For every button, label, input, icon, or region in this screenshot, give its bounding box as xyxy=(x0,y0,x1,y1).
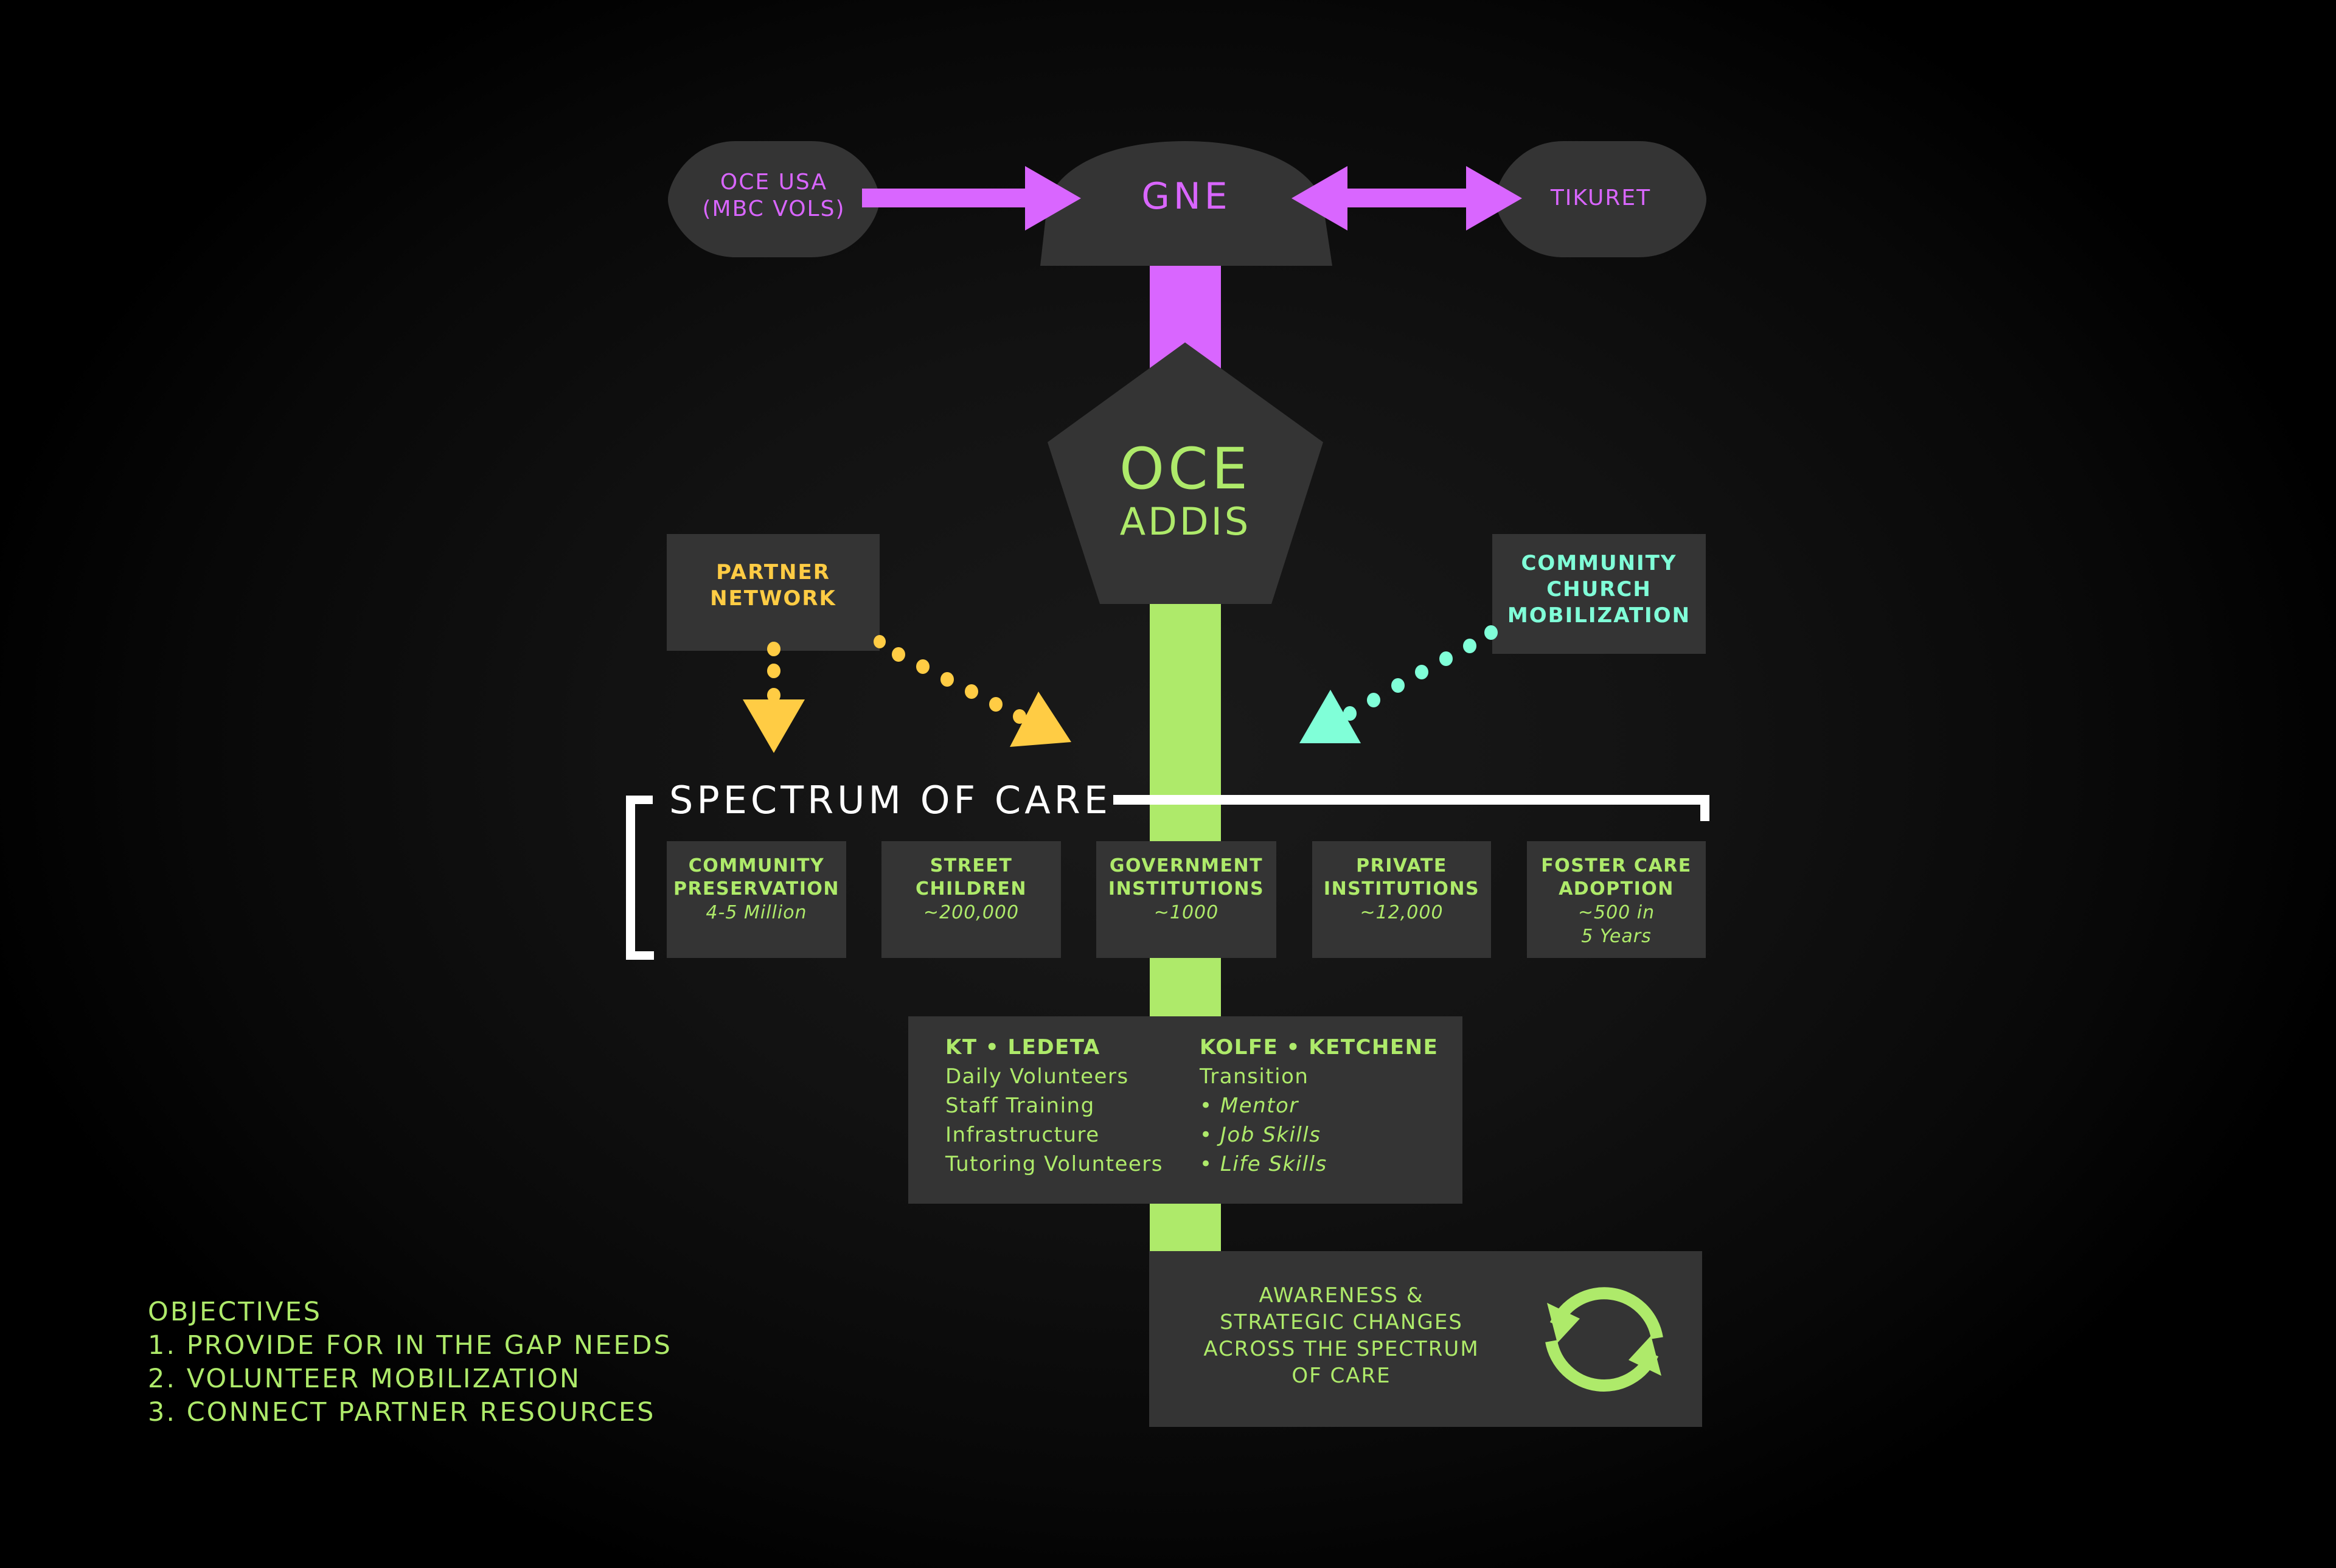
spectrum-card-community-preservation[interactable]: COMMUNITY PRESERVATION 4-5 Million xyxy=(667,841,846,958)
card-value: ~12,000 xyxy=(1360,902,1444,923)
partner-network-label: PARTNER NETWORK xyxy=(667,560,880,612)
card-value: ~1000 xyxy=(1153,902,1219,923)
objective-item: 2. VOLUNTEER MOBILIZATION xyxy=(148,1364,582,1394)
objective-item: 3. CONNECT PARTNER RESOURCES xyxy=(148,1397,656,1428)
program-column-kt-ledeta: KT • LEDETA Daily Volunteers Staff Train… xyxy=(945,1033,1163,1179)
hub-spine-segment-2 xyxy=(1150,955,1221,1019)
community-church-dotted-arrow xyxy=(1299,625,1498,743)
awareness-line: ACROSS THE SPECTRUM xyxy=(1203,1337,1479,1361)
card-title-line2: CHILDREN xyxy=(915,878,1027,900)
oce-usa-to-gne-arrow xyxy=(862,166,1081,231)
card-title-line2: PRESERVATION xyxy=(673,878,840,900)
community-church-node[interactable] xyxy=(1492,534,1706,654)
partner-line1: PARTNER xyxy=(716,560,830,585)
awareness-text: AWARENESS & STRATEGIC CHANGES ACROSS THE… xyxy=(1180,1282,1503,1389)
program-item: • Job Skills xyxy=(1200,1123,1321,1147)
awareness-box xyxy=(1149,1251,1702,1427)
hub-line2: ADDIS xyxy=(1119,499,1251,544)
program-item: Daily Volunteers xyxy=(945,1064,1129,1089)
card-title-line1: COMMUNITY xyxy=(688,855,825,876)
program-item: • Mentor xyxy=(1200,1094,1299,1118)
program-item: Infrastructure xyxy=(945,1123,1100,1147)
program-sites-box xyxy=(908,1016,1462,1204)
awareness-line: STRATEGIC CHANGES xyxy=(1220,1310,1463,1334)
objective-item: 1. PROVIDE FOR IN THE GAP NEEDS xyxy=(148,1330,672,1361)
card-title-line2: INSTITUTIONS xyxy=(1108,878,1265,900)
yellow-down-triangle xyxy=(743,699,805,753)
spectrum-title: SPECTRUM OF CARE xyxy=(669,778,1111,822)
yellow-up-triangle xyxy=(1010,692,1071,747)
hub-spine-segment-1 xyxy=(1150,602,1221,845)
oce-usa-node[interactable] xyxy=(668,141,880,257)
card-title-line1: GOVERNMENT xyxy=(1109,855,1264,876)
program-item: • Life Skills xyxy=(1200,1152,1327,1176)
oce-usa-line2: (MBC VOLS) xyxy=(702,196,846,221)
card-title-line2: ADOPTION xyxy=(1559,878,1674,900)
objectives-block: OBJECTIVES 1. PROVIDE FOR IN THE GAP NEE… xyxy=(148,1296,672,1429)
awareness-line: OF CARE xyxy=(1291,1364,1391,1388)
spectrum-card-private-institutions[interactable]: PRIVATE INSTITUTIONS ~12,000 xyxy=(1312,841,1491,958)
teal-up-triangle xyxy=(1299,690,1361,743)
partner-diagonal-dotted-arrow xyxy=(874,635,1071,747)
tikuret-label: TIKURET xyxy=(1550,186,1652,210)
hub-line1: OCE xyxy=(1119,436,1251,502)
oce-usa-line1: OCE USA xyxy=(720,170,828,195)
gne-node[interactable] xyxy=(1040,141,1332,266)
card-title-line1: FOSTER CARE xyxy=(1541,855,1692,876)
gne-tikuret-double-arrow xyxy=(1291,166,1522,231)
tikuret-node[interactable] xyxy=(1495,141,1706,257)
partner-line2: NETWORK xyxy=(710,586,836,611)
partner-network-node[interactable] xyxy=(667,534,880,651)
hub-spine-segment-3 xyxy=(1150,1201,1221,1253)
refresh-cycle-icon xyxy=(1545,1287,1663,1392)
program-item: Tutoring Volunteers xyxy=(945,1152,1163,1176)
oce-addis-label: OCE ADDIS xyxy=(1048,439,1323,544)
card-title-line1: STREET xyxy=(930,855,1013,876)
community-church-label: COMMUNITY CHURCH MOBILIZATION xyxy=(1492,550,1706,629)
partner-down-dotted-arrow xyxy=(743,642,805,753)
card-value: 4-5 Million xyxy=(706,902,807,923)
oce-addis-hub-node[interactable] xyxy=(1048,342,1323,604)
program-heading: KT • LEDETA xyxy=(945,1035,1100,1060)
program-item: Staff Training xyxy=(945,1094,1095,1118)
program-item: Transition xyxy=(1200,1064,1309,1089)
awareness-line: AWARENESS & xyxy=(1259,1283,1424,1308)
community-line2: CHURCH xyxy=(1546,577,1652,602)
card-title-line1: PRIVATE xyxy=(1356,855,1447,876)
spectrum-card-government-institutions[interactable]: GOVERNMENT INSTITUTIONS ~1000 xyxy=(1096,841,1276,958)
card-value-line2: 5 Years xyxy=(1581,926,1652,947)
community-line1: COMMUNITY xyxy=(1521,551,1677,575)
program-column-kolfe-ketchene: KOLFE • KETCHENE Transition • Mentor • J… xyxy=(1200,1033,1438,1179)
oce-usa-label: OCE USA (MBC VOLS) xyxy=(668,169,880,223)
spectrum-card-foster-care-adoption[interactable]: FOSTER CARE ADOPTION ~500 in 5 Years xyxy=(1527,841,1706,958)
gne-label: GNE xyxy=(1141,175,1231,218)
spectrum-card-street-children[interactable]: STREET CHILDREN ~200,000 xyxy=(881,841,1061,958)
program-heading: KOLFE • KETCHENE xyxy=(1200,1035,1439,1060)
objectives-title: OBJECTIVES xyxy=(148,1297,322,1327)
community-line3: MOBILIZATION xyxy=(1507,603,1691,628)
card-title-line2: INSTITUTIONS xyxy=(1323,878,1480,900)
card-value: ~200,000 xyxy=(923,902,1020,923)
spectrum-bracket xyxy=(626,795,1709,960)
card-value: ~500 in xyxy=(1577,902,1655,923)
